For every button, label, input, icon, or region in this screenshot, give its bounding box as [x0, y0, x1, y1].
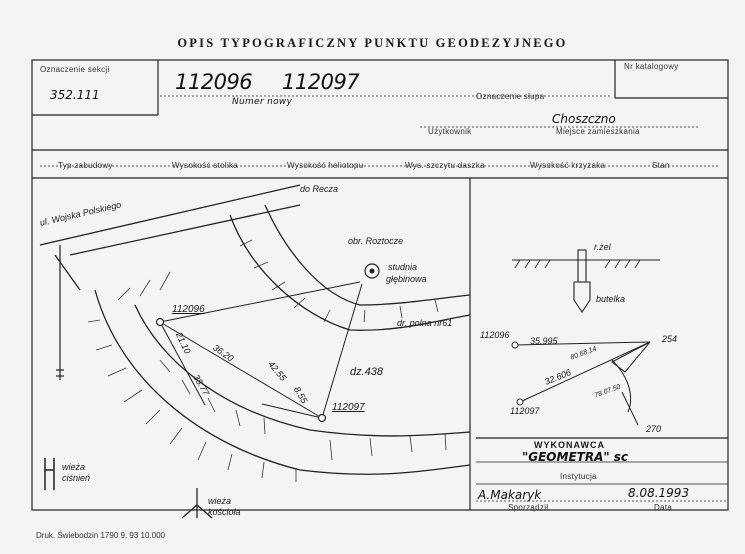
detail-marker: r.żel — [594, 242, 611, 252]
survey-line-road-2 — [261, 403, 323, 419]
contractor-label: WYKONAWCA — [534, 440, 605, 450]
field-road-upper — [229, 214, 471, 331]
post-label: Oznaczenie słupa — [476, 92, 545, 101]
locality-label: Miejsce zamieszkania — [556, 127, 640, 136]
church-tower-icon — [181, 488, 213, 519]
angle-arc — [611, 359, 632, 413]
map-well-2: głębinowa — [386, 274, 427, 284]
map-point-1: 112096 — [172, 304, 205, 315]
map-field-road: dr. polna nr61 — [397, 318, 453, 328]
detail-point-1: 112096 — [480, 330, 510, 340]
rail-marker — [577, 249, 587, 283]
point-112096-marker — [155, 317, 165, 327]
map-well-1: studnia — [388, 262, 418, 272]
map-point-2: 112097 — [332, 402, 365, 413]
column-state: Stan — [652, 161, 670, 170]
column-roof-height: Wys. szczytu daszka — [405, 161, 485, 170]
detail-254: 254 — [662, 334, 678, 344]
detail-dist-a: 35.995 — [530, 336, 558, 346]
street-junction — [54, 254, 81, 291]
map-road-top: do Recza — [300, 184, 339, 194]
survey-line-well — [159, 281, 361, 323]
date-value: 8.08.1993 — [628, 486, 690, 500]
map-estate: obr. Roztocze — [348, 236, 404, 246]
date-label: Data — [654, 503, 673, 512]
bottle-icon — [573, 281, 591, 313]
section-value: 352.111 — [50, 88, 100, 102]
main-road-outer — [94, 289, 471, 475]
well-icon-center — [369, 268, 375, 274]
detail-point-112097 — [516, 398, 524, 406]
tower-2-line-2: kościoła — [208, 507, 241, 517]
detail-point-112096 — [511, 341, 519, 349]
map-parcel: dz.438 — [350, 366, 384, 378]
author-label: Sporządził — [508, 503, 549, 512]
detail-bottle: butelka — [596, 294, 626, 304]
column-table-height: Wysokość stolika — [172, 161, 239, 170]
user-label: Użytkownik — [428, 127, 472, 136]
detail-270: 270 — [646, 424, 662, 434]
author-value: A.Makaryk — [478, 488, 542, 502]
well-icon — [364, 263, 380, 279]
catalog-label: Nr katalogowy — [624, 62, 679, 71]
number-label: Numer nowy — [232, 97, 293, 107]
detail-point-2: 112097 — [510, 406, 540, 416]
contractor-value: "GEOMETRA" sc — [522, 450, 629, 464]
tower-2-line-1: wieża — [208, 496, 232, 506]
street-wojska-lower — [69, 204, 301, 256]
street-wojska-upper — [39, 184, 301, 246]
survey-line-main — [159, 321, 323, 419]
section-label: Oznaczenie sekcji — [40, 65, 110, 74]
number-value-1: 112096 — [175, 70, 253, 94]
number-value-2: 112097 — [282, 70, 360, 94]
tower-1-line-1: wieża — [62, 462, 86, 472]
survey-line-road — [159, 321, 206, 406]
column-heliotrope-height: Wysokość heliotopu — [287, 161, 364, 170]
institution-label: Instytucja — [560, 472, 597, 481]
outer-border — [31, 59, 729, 511]
point-112097-marker — [317, 413, 327, 423]
field-road-lower — [264, 204, 471, 306]
column-cross-height: Wysokość krzyżaka — [530, 161, 606, 170]
column-build-type: Typ zabudowy — [58, 161, 113, 170]
printer-info: Druk. Świebodzin 1790 9. 93 10.000 — [36, 531, 165, 540]
survey-line-well-2 — [321, 283, 363, 419]
tower-1-line-2: ciśnień — [62, 473, 91, 483]
traverse-line-a — [514, 341, 651, 346]
main-road-inner — [134, 304, 471, 437]
locality-value: Choszczno — [552, 112, 616, 126]
water-tower-icon — [44, 458, 55, 490]
arrow-270 — [621, 391, 639, 426]
traverse-line-b — [519, 341, 651, 403]
document-title: OPIS TYPOGRAFICZNY PUNKTU GEODEZYJNEGO — [177, 36, 568, 50]
